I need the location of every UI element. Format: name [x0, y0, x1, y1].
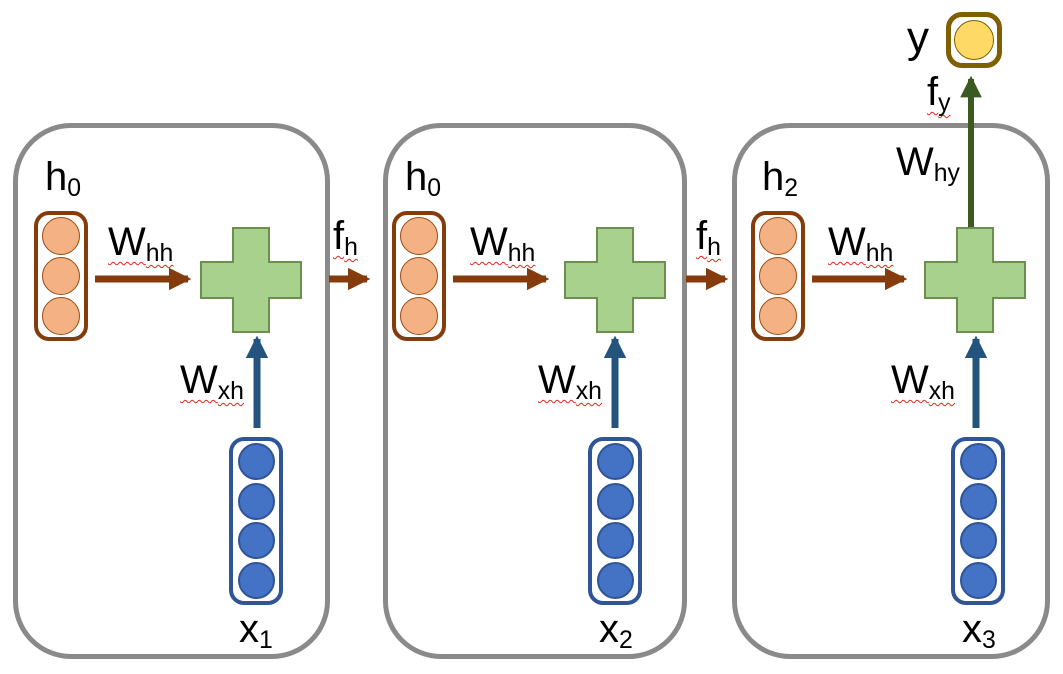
input-unit-circle [237, 522, 275, 560]
fh-label-2: fh [696, 214, 721, 261]
wxh-label-3: Wxh [891, 358, 955, 405]
input-unit-circle [959, 522, 997, 560]
rnn-cell-3 [732, 123, 1050, 659]
input-unit-circle [959, 482, 997, 520]
input-label-2: x2 [599, 607, 633, 654]
hidden-unit-circle [759, 257, 797, 295]
hidden-state-vector-2 [392, 211, 446, 341]
input-vector-1 [229, 437, 283, 605]
hidden-unit-circle [759, 297, 797, 335]
whh-label-2: Whh [470, 220, 536, 267]
hidden-label-1: h0 [45, 155, 82, 202]
input-unit-circle [959, 443, 997, 481]
input-label-3: x3 [962, 607, 996, 654]
input-unit-circle [596, 561, 634, 599]
input-unit-circle [596, 482, 634, 520]
rnn-cell-1 [13, 123, 330, 659]
hidden-unit-circle [42, 217, 80, 255]
fy-label: fy [927, 70, 951, 117]
input-unit-circle [959, 561, 997, 599]
input-vector-3 [951, 437, 1005, 605]
hidden-unit-circle [759, 217, 797, 255]
output-node [946, 12, 1002, 68]
hidden-unit-circle [400, 297, 438, 335]
hidden-label-2: h0 [405, 155, 442, 202]
hidden-unit-circle [42, 297, 80, 335]
hidden-state-vector-3 [751, 211, 805, 341]
input-vector-2 [588, 437, 642, 605]
output-unit-circle [954, 20, 994, 60]
input-label-1: x1 [239, 607, 273, 654]
hidden-unit-circle [400, 257, 438, 295]
hidden-label-3: h2 [762, 155, 799, 202]
input-unit-circle [237, 443, 275, 481]
whh-label-3: Whh [828, 220, 894, 267]
input-unit-circle [237, 561, 275, 599]
y-label: y [907, 13, 929, 62]
input-unit-circle [237, 482, 275, 520]
input-unit-circle [596, 522, 634, 560]
hidden-unit-circle [42, 257, 80, 295]
wxh-label-1: Wxh [180, 358, 244, 405]
why-label: Why [896, 140, 960, 187]
wxh-label-2: Wxh [538, 358, 602, 405]
fh-label-1: fh [333, 214, 358, 261]
hidden-unit-circle [400, 217, 438, 255]
hidden-state-vector-1 [34, 211, 88, 341]
whh-label-1: Whh [108, 220, 174, 267]
input-unit-circle [596, 443, 634, 481]
rnn-cell-2 [383, 123, 687, 659]
